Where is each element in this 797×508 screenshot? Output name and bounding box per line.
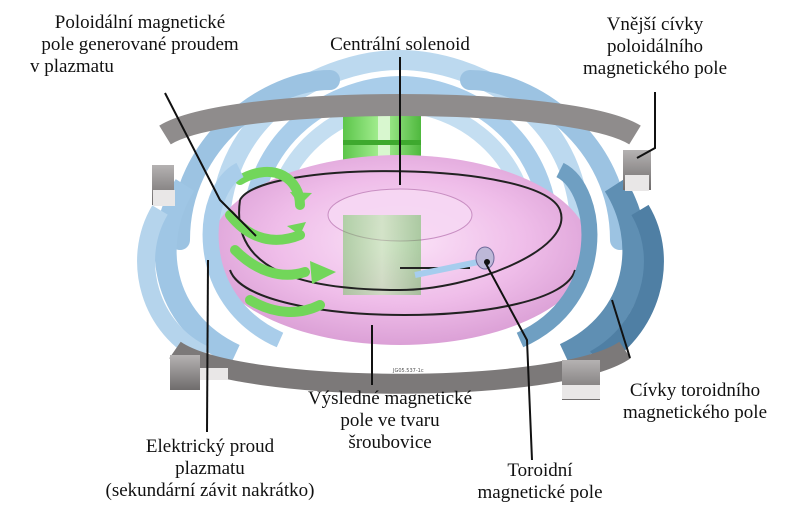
label-line: Poloidální magnetické [10, 12, 270, 34]
label-line: Cívky toroidního [600, 380, 790, 402]
label-line: magnetického pole [600, 402, 790, 424]
label-line: poloidálního [545, 36, 765, 58]
label-toroidal-field-coils: Cívky toroidního magnetického pole [600, 380, 790, 424]
toroidal-field-marker [484, 259, 490, 265]
label-line: plazmatu [70, 458, 350, 480]
label-line: (sekundární závit nakrátko) [70, 480, 350, 502]
label-toroidal-magnetic-field: Toroidní magnetické pole [440, 460, 640, 504]
label-line: magnetické pole [440, 482, 640, 504]
label-plasma-current: Elektrický proud plazmatu (sekundární zá… [70, 436, 350, 502]
label-line: magnetického pole [545, 58, 765, 80]
label-line: pole generované proudem [10, 34, 270, 56]
label-line: Elektrický proud [70, 436, 350, 458]
label-line: Toroidní [440, 460, 640, 482]
label-line: Výsledné magnetické [275, 388, 505, 410]
label-poloidal-plasma-field: Poloidální magnetické pole generované pr… [10, 12, 270, 78]
label-line: pole ve tvaru [275, 410, 505, 432]
label-line: Vnější cívky [545, 14, 765, 36]
label-outer-poloidal-coils: Vnější cívky poloidálního magnetického p… [545, 14, 765, 80]
label-central-solenoid: Centrální solenoid [290, 34, 510, 56]
image-code: JG05.537-1c [392, 368, 424, 374]
label-line: v plazmatu [10, 56, 270, 78]
